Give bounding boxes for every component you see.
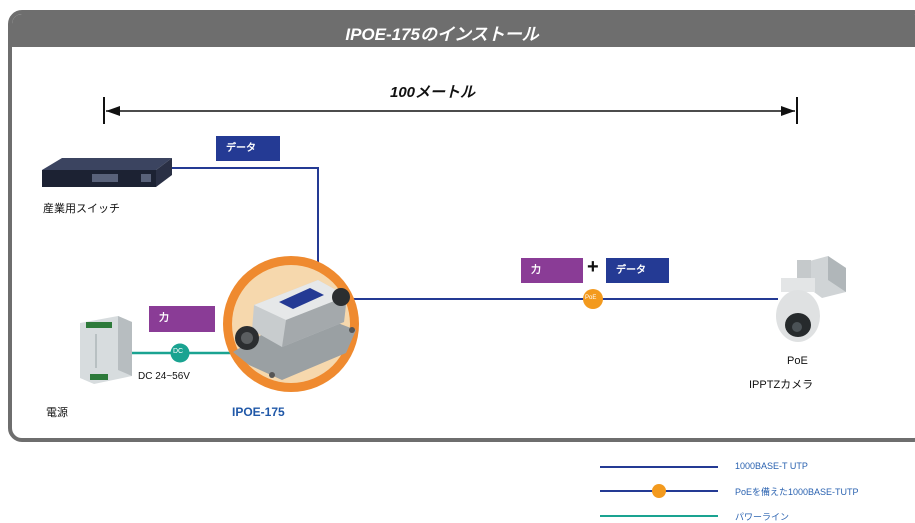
power-supply-icon xyxy=(80,316,132,384)
dc-range-label: DC 24~56V xyxy=(138,371,190,382)
legend-label-power: パワーライン xyxy=(735,512,790,522)
data-tag-right: データ xyxy=(606,258,669,283)
dc-badge-label: DC xyxy=(173,348,184,355)
distance-dimension xyxy=(103,97,798,124)
injector-label: IPOE-175 xyxy=(232,405,285,419)
dc-badge xyxy=(170,343,190,363)
header-bar: IPOE-175のインストール xyxy=(12,14,915,47)
diagram-frame: IPOE-175のインストール xyxy=(8,10,915,442)
legend-label-poe: PoEを備えた1000BASE-TUTP xyxy=(735,487,859,497)
legend-label-utp: 1000BASE-T UTP xyxy=(735,461,808,471)
data-tag-top: データ xyxy=(216,136,280,161)
camera-label-line2: IPPTZカメラ xyxy=(749,379,814,391)
diagram-title: IPOE-175のインストール xyxy=(345,25,539,44)
industrial-switch-icon xyxy=(42,158,172,187)
power-tag-right: 力 xyxy=(521,258,583,283)
legend-lines xyxy=(600,466,718,517)
distance-label: 100メートル xyxy=(390,84,476,101)
poe-badge-label: PoE xyxy=(585,295,597,301)
power-tag-left: 力 xyxy=(149,306,215,332)
switch-label: 産業用スイッチ xyxy=(43,203,120,215)
data-line xyxy=(170,167,319,290)
ipoe-175-device-icon xyxy=(223,256,359,392)
ptz-camera-icon xyxy=(776,256,846,342)
psu-label: 電源 xyxy=(46,407,68,419)
plus-sign: + xyxy=(587,256,599,278)
poe-badge xyxy=(583,289,603,309)
camera-label-line1: PoE xyxy=(787,355,808,367)
